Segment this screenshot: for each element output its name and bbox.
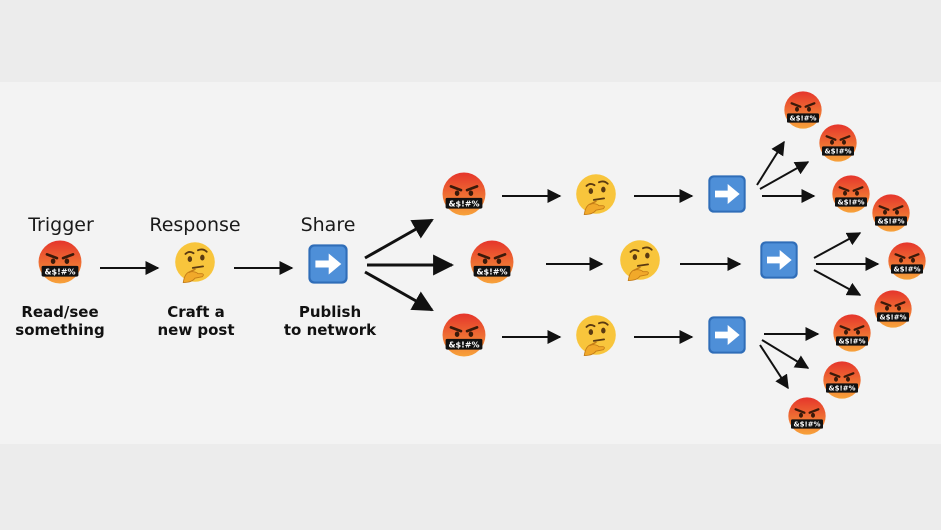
- middle-share-arrow-icon: [759, 240, 799, 284]
- caption-line: Craft a: [167, 303, 225, 321]
- svg-text:&$!#%: &$!#%: [837, 199, 864, 207]
- fan-angry-face-icon: &$!#%: [818, 123, 858, 167]
- fan-angry-face-icon: &$!#%: [831, 174, 871, 218]
- svg-text:&$!#%: &$!#%: [824, 148, 851, 156]
- svg-text:&$!#%: &$!#%: [793, 421, 820, 429]
- fan-angry-face-icon: &$!#%: [873, 289, 913, 333]
- arrow-fan-bot-2: [761, 339, 810, 369]
- fan-angry-face-icon: &$!#%: [783, 90, 823, 134]
- svg-text:&$!#%: &$!#%: [828, 385, 855, 393]
- arrow-fan-top-2: [759, 161, 810, 190]
- response-thinking-face-icon: [173, 240, 217, 288]
- caption-line: Read/see: [21, 303, 99, 321]
- arrow-fan-bot-3: [759, 344, 789, 390]
- stage-caption-trigger: Read/see something: [15, 303, 104, 339]
- stage-caption-response: Craft a new post: [157, 303, 234, 339]
- fan-angry-face-icon: &$!#%: [887, 241, 927, 285]
- top-share-arrow-icon: [707, 174, 747, 218]
- svg-text:&$!#%: &$!#%: [877, 218, 904, 226]
- caption-line: something: [15, 321, 105, 339]
- middle-thinking-face-icon: [618, 238, 662, 286]
- fan-angry-face-icon: &$!#%: [787, 396, 827, 440]
- bottom-angry-face-icon: &$!#%: [441, 312, 487, 362]
- stage-caption-share: Publish to network: [284, 303, 376, 339]
- bottom-share-arrow-icon: [707, 315, 747, 359]
- arrow-share-to-top: [364, 218, 434, 260]
- trigger-angry-face-icon: &$!#%: [37, 239, 83, 289]
- arrow-fan-mid-3: [813, 269, 862, 296]
- caption-line: Publish: [298, 303, 362, 321]
- arrow-share-to-bottom: [364, 270, 434, 312]
- bottom-thinking-face-icon: [574, 313, 618, 361]
- stage-title-share: Share: [300, 214, 356, 236]
- middle-angry-face-icon: &$!#%: [469, 239, 515, 289]
- fan-angry-face-icon: &$!#%: [832, 313, 872, 357]
- svg-text:&$!#%: &$!#%: [879, 314, 906, 322]
- svg-text:&$!#%: &$!#%: [476, 267, 507, 276]
- svg-text:&$!#%: &$!#%: [838, 338, 865, 346]
- stage-title-response: Response: [149, 214, 241, 236]
- svg-text:&$!#%: &$!#%: [789, 115, 816, 123]
- arrow-fan-mid-1: [813, 232, 862, 259]
- svg-text:&$!#%: &$!#%: [448, 340, 479, 349]
- arrow-fan-top-1: [756, 140, 785, 186]
- svg-text:&$!#%: &$!#%: [893, 266, 920, 274]
- caption-line: to network: [283, 321, 377, 339]
- caption-line: new post: [157, 321, 235, 339]
- share-arrow-button-icon: [307, 243, 349, 289]
- top-angry-face-icon: &$!#%: [441, 171, 487, 221]
- svg-text:&$!#%: &$!#%: [44, 267, 75, 276]
- top-thinking-face-icon: [574, 172, 618, 220]
- fan-angry-face-icon: &$!#%: [871, 193, 911, 237]
- stage-title-trigger: Trigger: [28, 214, 94, 236]
- svg-text:&$!#%: &$!#%: [448, 199, 479, 208]
- fan-angry-face-icon: &$!#%: [822, 360, 862, 404]
